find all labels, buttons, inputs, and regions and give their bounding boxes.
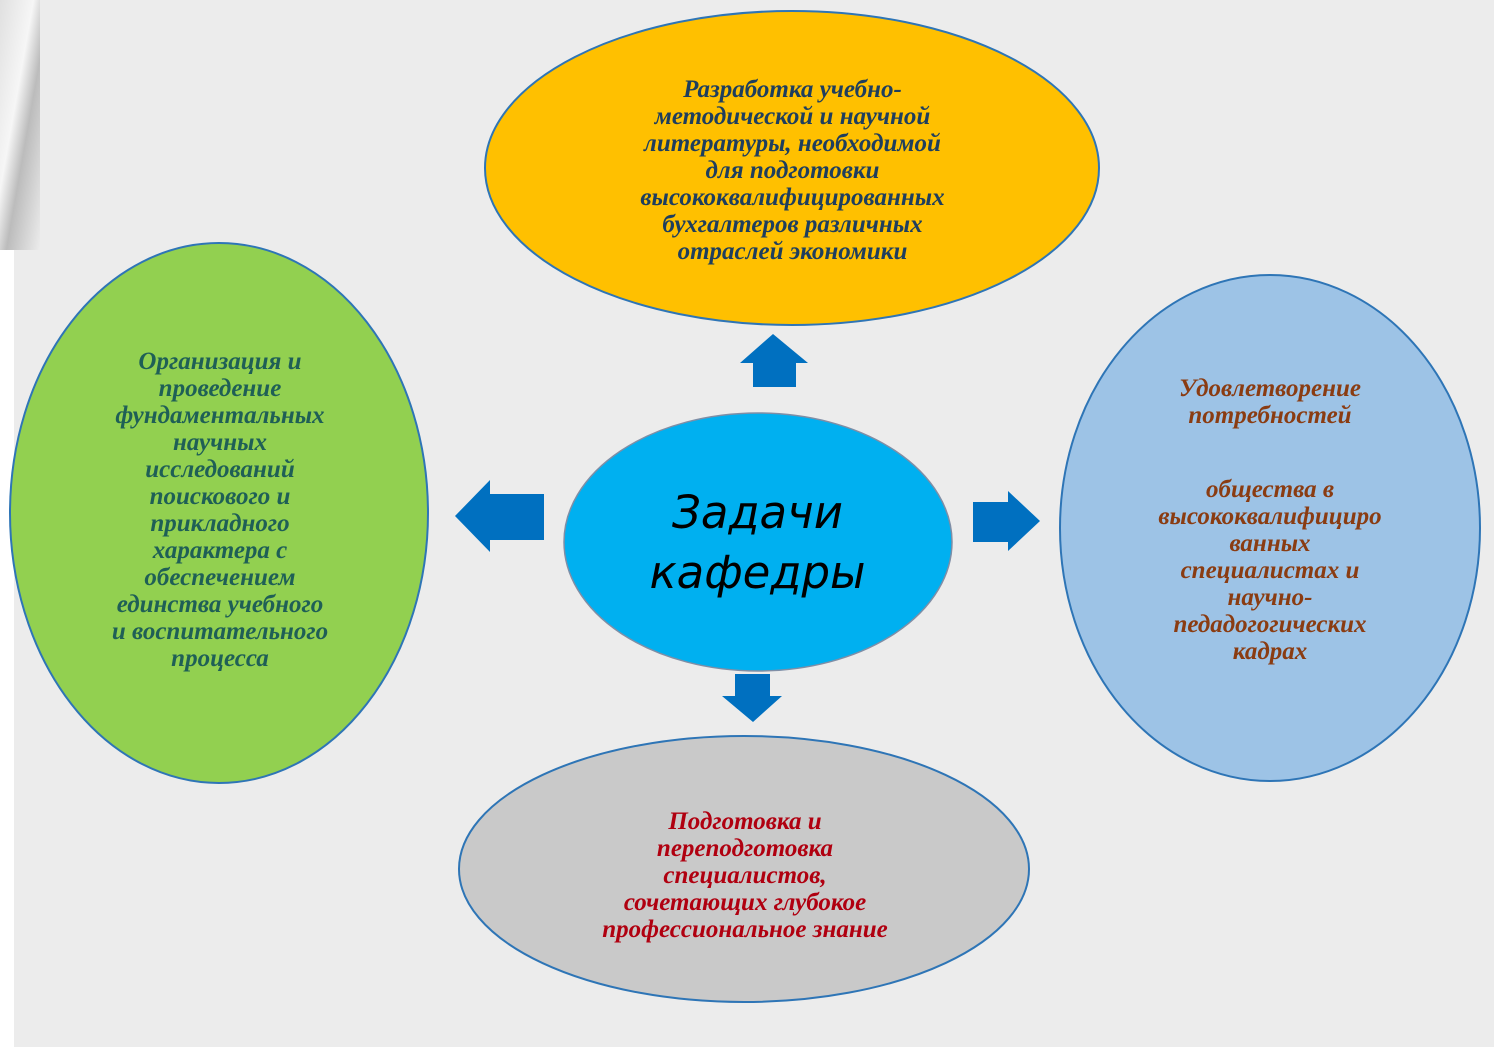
left-task-text: Организация и проведение фундаментальных… — [111, 348, 329, 672]
arrow-up-icon — [740, 334, 808, 387]
center-ellipse — [563, 412, 953, 672]
bottom-task-ellipse — [458, 735, 1030, 1003]
right-task-label: Удовлетворение потребностей общества в в… — [1090, 350, 1450, 690]
top-task-text: Разработка учебно- методической и научно… — [640, 75, 945, 265]
arrow-down-icon — [722, 674, 782, 722]
bottom-task-label: Подготовка и переподготовка специалистов… — [520, 770, 970, 980]
right-task-ellipse — [1059, 274, 1481, 782]
top-task-ellipse — [484, 10, 1100, 326]
arrow-right-icon — [973, 491, 1040, 551]
right-task-text-part1: Удовлетворение потребностей — [1179, 375, 1361, 429]
corner-decoration — [0, 0, 40, 250]
left-task-label: Организация и проведение фундаментальных… — [50, 300, 390, 720]
center-title: Задачи кафедры — [565, 415, 950, 670]
center-title-text: Задачи кафедры — [649, 485, 866, 599]
top-task-label: Разработка учебно- методической и научно… — [540, 50, 1045, 290]
bottom-task-text: Подготовка и переподготовка специалистов… — [602, 807, 888, 943]
arrow-left-icon — [455, 480, 544, 552]
left-task-ellipse — [9, 242, 429, 784]
right-task-text-part2: общества в высококвалифициро ванных спец… — [1158, 476, 1382, 665]
